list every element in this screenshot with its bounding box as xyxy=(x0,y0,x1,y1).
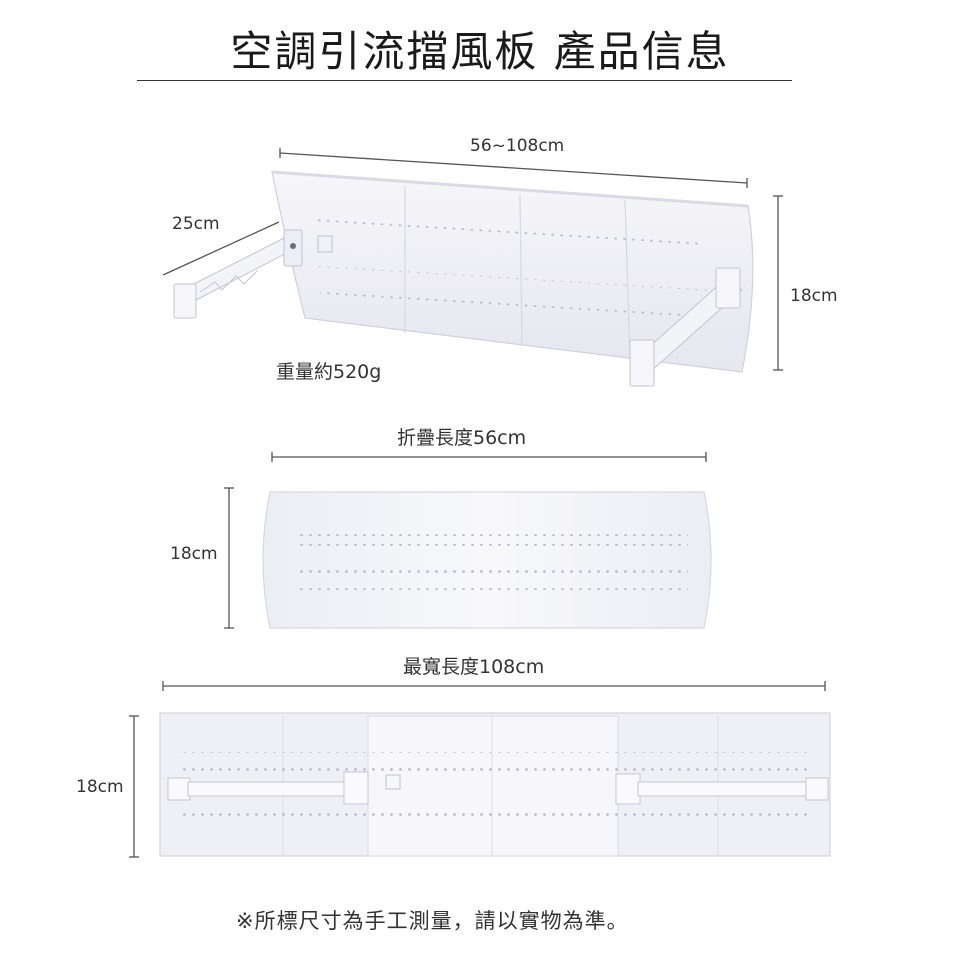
title-underline xyxy=(137,80,792,81)
width-label: 56~108cm xyxy=(470,136,565,156)
page-title: 空調引流擋風板 產品信息 xyxy=(230,27,730,76)
depth-dimension-line xyxy=(162,221,280,276)
height-dimension-line xyxy=(773,195,783,371)
deflector-panel-perspective xyxy=(173,170,754,387)
depth-label: 25cm xyxy=(172,214,220,234)
weight-label: 重量約520g xyxy=(276,361,382,383)
footer-note: ※所標尺寸為手工測量，請以實物為準。 xyxy=(236,909,629,933)
deflector-panel-folded xyxy=(262,491,712,629)
deflector-panel-extended xyxy=(159,712,831,857)
max-length-dimension-line xyxy=(162,681,826,691)
folded-height-label: 18cm xyxy=(170,544,218,564)
max-length-label: 最寬長度108cm xyxy=(403,656,545,678)
height-label: 18cm xyxy=(790,286,838,306)
folded-length-label: 折疊長度56cm xyxy=(397,427,527,449)
extended-height-label: 18cm xyxy=(76,777,124,797)
folded-height-dimension-line xyxy=(224,487,234,629)
folded-dimension-line xyxy=(271,452,707,462)
width-dimension-line xyxy=(279,148,748,188)
extended-height-dimension-line xyxy=(129,715,139,858)
